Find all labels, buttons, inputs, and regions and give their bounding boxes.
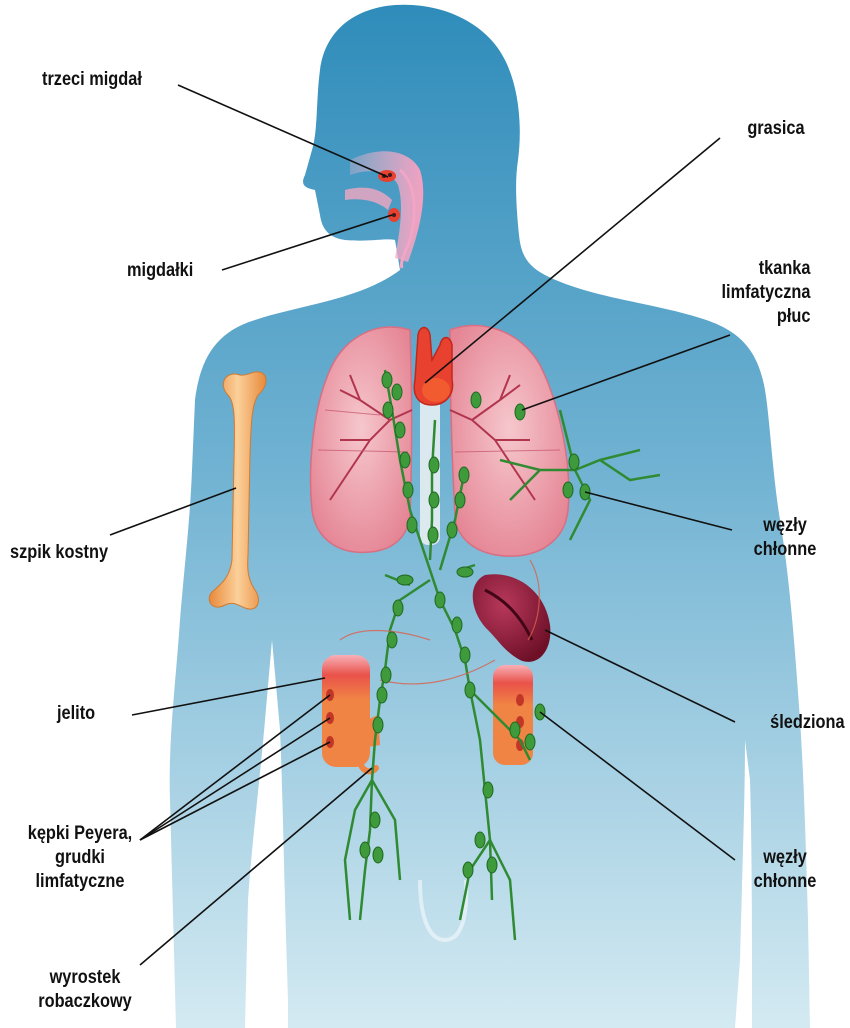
label-kepki-line2: grudki — [16, 846, 145, 870]
label-tkanka-limfatyczna-pluc: tkanka limfatyczna płuc — [721, 257, 810, 329]
label-tkanka-line2: limfatyczna — [721, 281, 810, 305]
label-wezly-chlonne-lower: węzły chłonne — [742, 846, 828, 894]
label-szpik-kostny: szpik kostny — [10, 541, 108, 565]
label-tkanka-line3: płuc — [721, 305, 810, 329]
label-kepki-line3: limfatyczne — [16, 870, 145, 894]
label-wezly-upper-line2: chłonne — [742, 538, 828, 562]
label-trzeci-migdal: trzeci migdał — [42, 68, 142, 92]
label-kepki-peyera: kępki Peyera, grudki limfatyczne — [16, 822, 145, 894]
label-wezly-lower-line2: chłonne — [742, 870, 828, 894]
label-kepki-line1: kępki Peyera, — [16, 822, 145, 846]
label-wyrostek-line2: robaczkowy — [16, 990, 154, 1014]
leader-migdalki — [222, 215, 392, 270]
label-wezly-upper-line1: węzły — [742, 514, 828, 538]
label-wezly-lower-line1: węzły — [742, 846, 828, 870]
intestine-right — [493, 665, 533, 765]
label-sledziona: śledziona — [771, 711, 845, 735]
label-jelito: jelito — [57, 702, 95, 726]
label-tkanka-line1: tkanka — [721, 257, 810, 281]
label-grasica: grasica — [748, 117, 805, 141]
label-wyrostek-robaczkowy: wyrostek robaczkowy — [16, 966, 154, 1014]
label-wyrostek-line1: wyrostek — [16, 966, 154, 990]
label-wezly-chlonne-upper: węzły chłonne — [742, 514, 828, 562]
label-migdalki: migdałki — [127, 259, 193, 283]
